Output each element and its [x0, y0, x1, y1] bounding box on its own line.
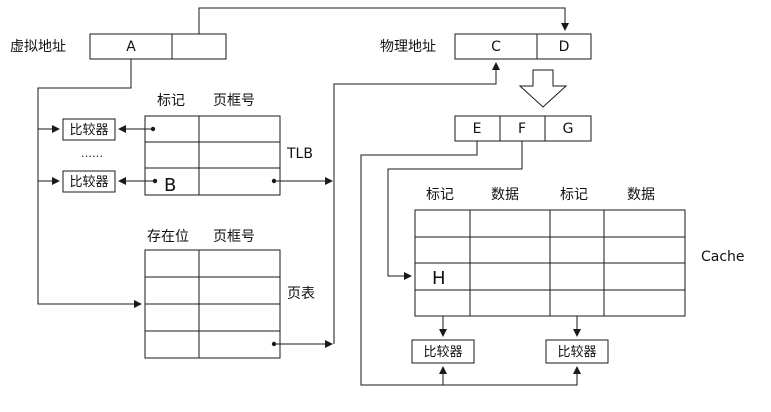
field-g-box: [544, 115, 592, 142]
field-b-label: B: [164, 175, 176, 196]
cache-address-register: E F G: [454, 115, 592, 142]
page-table-valid-header: 存在位: [147, 229, 189, 245]
cache-tag-header-2: 标记: [560, 187, 588, 203]
tlb-label: TLB: [286, 146, 313, 162]
cache-comparator-1-label: 比较器: [423, 345, 462, 360]
f-to-cache-row-arrow: [387, 141, 523, 280]
field-c-label: C: [491, 39, 501, 55]
cache-label: Cache: [701, 249, 745, 265]
field-a-box: [89, 33, 173, 60]
page-table: [144, 249, 281, 359]
comparator-ellipsis: ……: [81, 147, 103, 160]
tlb-frame-header: 页框号: [213, 93, 255, 109]
cache-tag-header-1: 标记: [426, 187, 454, 203]
field-d-box: [536, 33, 592, 60]
field-offset-box: [171, 33, 227, 60]
page-table-frame-header: 页框号: [213, 229, 255, 245]
tlb-comparator-2: 比较器: [62, 170, 116, 193]
cache-table: [414, 209, 686, 317]
frame-to-c-arrow: [333, 62, 500, 344]
field-d-label: D: [559, 39, 570, 55]
cache-comparator-2-label: 比较器: [557, 345, 596, 360]
field-a-to-page-table-arrow: [37, 59, 142, 308]
field-f-label: F: [518, 121, 526, 137]
cache-comparator-1: 比较器: [411, 339, 475, 364]
field-h-label: H: [432, 268, 446, 289]
cache-data-header-2: 数据: [627, 187, 655, 203]
field-a-label: A: [126, 39, 136, 55]
physical-address-label: 物理地址: [380, 39, 436, 55]
tlb-frame: [144, 115, 281, 196]
offset-passthrough-arrow: [198, 7, 569, 34]
tlb-tag-header: 标记: [157, 93, 185, 109]
tlb-comparator-2-label: 比较器: [69, 175, 108, 190]
tlb-table: [144, 115, 281, 196]
cache-data-header-1: 数据: [491, 187, 519, 203]
physical-address-register: C D: [454, 33, 592, 60]
tlb-comparator-1-label: 比较器: [69, 123, 108, 138]
hollow-down-arrow: [518, 69, 568, 108]
field-g-label: G: [563, 121, 574, 137]
field-c-box: [454, 33, 538, 60]
virtual-address-register: A: [89, 33, 227, 60]
field-e-label: E: [473, 121, 482, 137]
page-table-label: 页表: [287, 286, 315, 302]
cache-comparator-2: 比较器: [545, 339, 609, 364]
e-to-comparator2-arrow: [360, 141, 581, 386]
tlb-comparator-1: 比较器: [62, 118, 116, 141]
virtual-address-label: 虚拟地址: [10, 39, 66, 55]
